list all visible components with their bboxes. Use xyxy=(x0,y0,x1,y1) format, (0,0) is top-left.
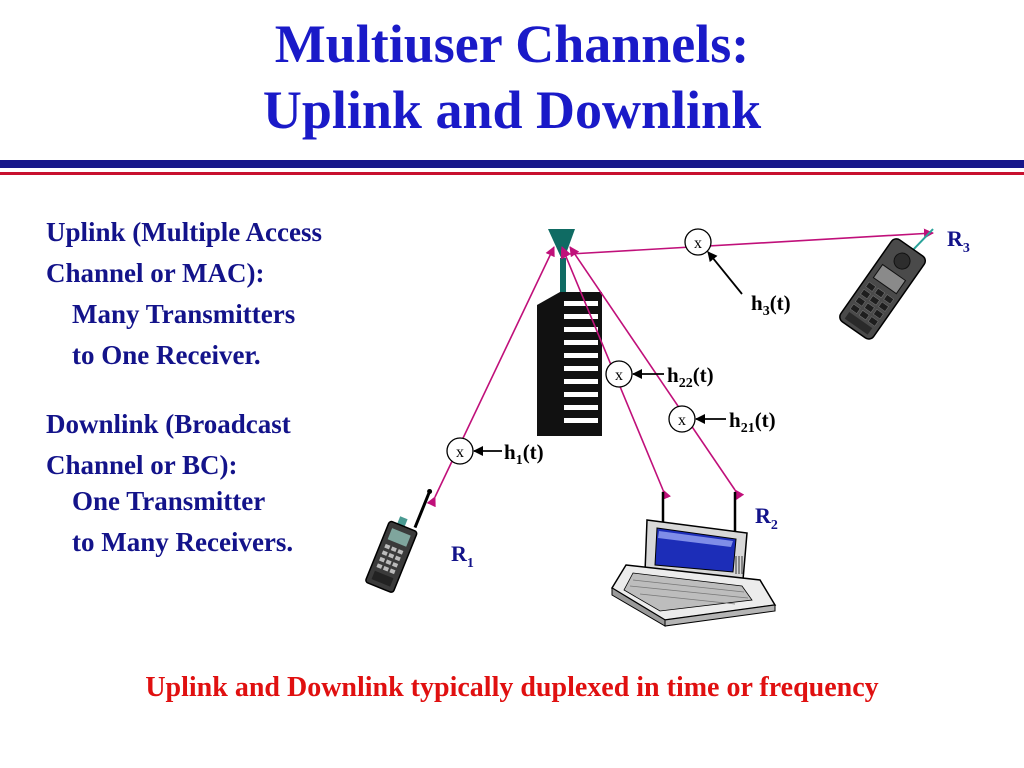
multiplier-symbol: x xyxy=(694,235,702,252)
downlink-heading-line1: Downlink (Broadcast xyxy=(46,409,291,439)
downlink-detail-line2: to Many Receivers. xyxy=(72,527,294,557)
receiver-label-r3: R3 xyxy=(947,226,970,256)
uplink-heading-line2: Channel or MAC): xyxy=(46,258,265,288)
multiplier-symbol: x xyxy=(678,412,686,429)
walkie-talkie-icon xyxy=(365,488,433,593)
pointer-h3 xyxy=(707,251,743,295)
slide-title-line1: Multiuser Channels: xyxy=(274,14,750,74)
multiplier-symbol: x xyxy=(615,367,623,384)
receiver-label-r1: R1 xyxy=(451,541,474,571)
channel-label-h3: h3(t) xyxy=(751,291,791,319)
link-r21 xyxy=(569,246,745,501)
slide-title-line2: Uplink and Downlink xyxy=(262,80,762,140)
link-r3 xyxy=(560,228,934,260)
receiver-label-r2: R2 xyxy=(755,503,778,533)
duplex-note: Uplink and Downlink typically duplexed i… xyxy=(145,672,879,703)
multiplier-node-h1: x xyxy=(446,437,474,465)
uplink-heading-line1: Uplink (Multiple Access xyxy=(46,217,323,247)
downlink-heading-line2: Channel or BC): xyxy=(46,450,238,480)
uplink-detail-line1: Many Transmitters xyxy=(72,299,296,329)
downlink-detail-line1: One Transmitter xyxy=(72,486,266,516)
cell-phone-icon xyxy=(839,228,934,340)
channel-label-h22: h22(t) xyxy=(667,363,714,391)
uplink-detail-line2: to One Receiver. xyxy=(72,340,261,370)
antenna-tower-icon xyxy=(537,229,602,436)
title-divider-red xyxy=(0,172,1024,175)
title-divider-navy xyxy=(0,160,1024,168)
multiplier-symbol: x xyxy=(456,444,464,461)
laptop-icon xyxy=(610,492,777,627)
multiplier-node-h21: x xyxy=(668,405,696,433)
channel-label-h21: h21(t) xyxy=(729,408,776,436)
multiplier-node-h22: x xyxy=(605,360,633,388)
multiplier-node-h3: x xyxy=(684,228,712,256)
channel-pointer-arrows xyxy=(473,251,743,456)
channel-label-h1: h1(t) xyxy=(504,440,544,468)
